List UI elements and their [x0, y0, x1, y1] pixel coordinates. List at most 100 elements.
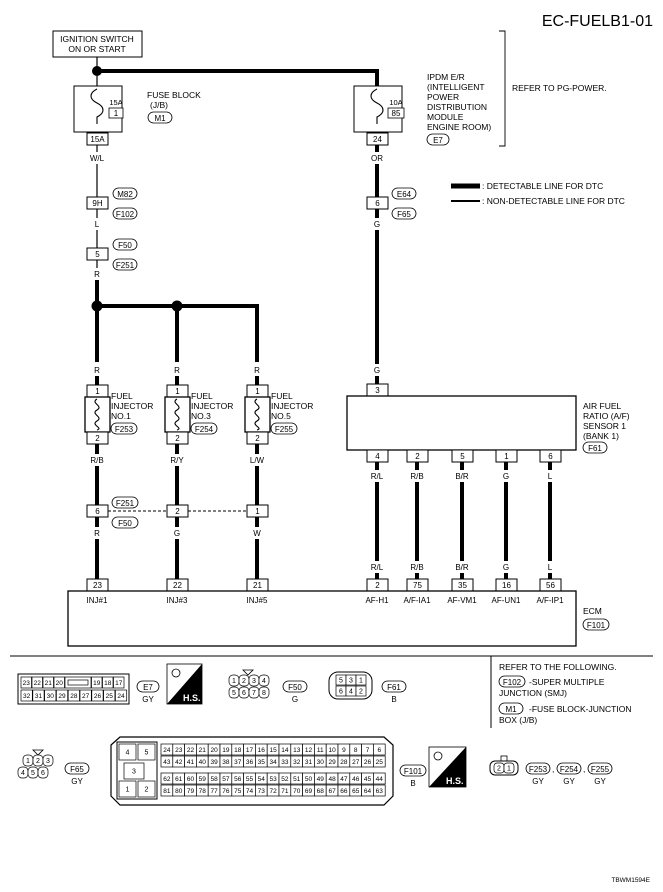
connector-badge — [282, 680, 308, 693]
junction-e64-conn-bottom: F65 — [397, 210, 411, 219]
connector-pin-number: 2 — [242, 678, 246, 685]
injector-1-ecm-label: INJ#1 — [87, 596, 108, 605]
injector-3-ecm-pin: 22 — [173, 581, 182, 590]
hs-icon: H.S. — [166, 663, 203, 705]
connector-badge — [111, 516, 139, 529]
fuse-block-amp: 15A — [109, 98, 122, 107]
af-ecm-label: AF-H1 — [365, 596, 389, 605]
connector-pin-cell — [503, 762, 515, 774]
connector-pin-number: 8 — [262, 690, 266, 697]
connector-pin-number: 76 — [222, 788, 230, 795]
injector-power-bus — [97, 304, 259, 362]
connector-badge — [112, 207, 138, 220]
connector-injector-color: GY — [532, 777, 544, 786]
af-sensor-pin: 4 — [375, 452, 380, 461]
connector-pin-number: 1 — [507, 766, 511, 773]
connector-pin-number: 75 — [234, 788, 242, 795]
connector-pin-number: 42 — [175, 759, 183, 766]
injector-5-ecm-pin: 21 — [253, 581, 262, 590]
connector-pin-number: 7 — [366, 747, 370, 754]
af-sensor-wire-lower: B/R — [455, 563, 469, 572]
connector-pin-number: 19 — [93, 680, 101, 687]
af-sensor-wire-in: G — [374, 366, 380, 375]
connector-pin-cell — [123, 762, 145, 780]
connector-badge — [582, 441, 608, 454]
ipdm-terminal: 24 — [373, 135, 382, 144]
af-sensor-wire: G — [503, 472, 509, 481]
injector-3-coil-icon — [174, 398, 180, 431]
injector-5-pin-bottom: 2 — [255, 434, 260, 443]
injector-5: R 1 2 FUEL INJECTOR NO.5 F255 L/W 1 W 21… — [244, 366, 313, 605]
injector-5-name-line2: INJECTOR — [271, 401, 313, 411]
connector-badge — [391, 187, 417, 200]
connector-pin-number: 5 — [145, 750, 149, 757]
connector-pin-number: 24 — [163, 747, 171, 754]
injector-3-connector: F254 — [195, 425, 214, 434]
af-sensor-wire-lower: G — [503, 563, 509, 572]
af-sensor-wire-lower: R/L — [371, 563, 384, 572]
connector-pin-cell — [118, 780, 137, 798]
connector-badge — [112, 187, 138, 200]
af-sensor-output-2: 2 R/B R/B 75 A/F-IA1 — [403, 449, 431, 605]
connector-pin-number: 62 — [163, 776, 171, 783]
injector-5-connector: F255 — [275, 425, 294, 434]
connector-pin-number: 53 — [269, 776, 277, 783]
connector-f50-tab — [242, 669, 254, 676]
connector-pin-number: 8 — [354, 747, 358, 754]
connector-badge — [190, 422, 218, 435]
injector-3-wire-in: R — [174, 366, 180, 375]
injector-1-name-line3: NO.1 — [111, 411, 131, 421]
af-sensor-pin: 5 — [460, 452, 465, 461]
connector-pin-number: 9 — [342, 747, 346, 754]
ipdm-fuse-no-box — [387, 107, 405, 119]
hs-icon-fill — [429, 747, 466, 787]
injector-1-name-line2: INJECTOR — [111, 401, 153, 411]
junction-e64-wire: G — [374, 220, 380, 229]
refer-smj-line2: JUNCTION (SMJ) — [499, 688, 567, 698]
connector-pin-cell — [373, 784, 386, 797]
connector-pin-number: 7 — [252, 690, 256, 697]
connector-pin-number: 71 — [281, 788, 289, 795]
connector-pin-number: 20 — [210, 747, 218, 754]
connector-pin-number: 3 — [132, 769, 136, 776]
connector-pin-number: 1 — [232, 678, 236, 685]
af-ecm-pin: 35 — [458, 581, 467, 590]
connector-f61-color: B — [391, 695, 396, 704]
connector-badge — [136, 680, 160, 693]
connector-pin-number: 81 — [163, 788, 171, 795]
junction-m82-pin: 9H — [92, 199, 102, 208]
connector-injector-tab — [500, 755, 508, 762]
connector-pin-number: 67 — [328, 788, 336, 795]
af-ecm-label: AF-VM1 — [447, 596, 477, 605]
junction-m82-wire: L — [95, 220, 100, 229]
injector-1-coil-icon — [94, 398, 100, 431]
injector-junction-conn-bottom: F50 — [118, 519, 132, 528]
ipdm-fuse-symbol — [370, 88, 384, 124]
connector-pin-cell — [91, 676, 103, 689]
injector-5-junction-pin: 1 — [255, 507, 260, 516]
ipdm-amp: 10A — [389, 98, 402, 107]
hs-icon-symbol — [171, 668, 181, 678]
connector-pin-number: 50 — [305, 776, 313, 783]
ignition-switch-label-line1: IGNITION SWITCH — [60, 34, 134, 44]
af-ecm-label: A/F-IP1 — [536, 596, 564, 605]
af-sensor-name-line2: RATIO (A/F) — [583, 411, 630, 421]
injector-3-pin-bottom: 2 — [175, 434, 180, 443]
connector-pin-number: 68 — [317, 788, 325, 795]
connector-pin-number: 77 — [210, 788, 218, 795]
connector-pin-number: 64 — [364, 788, 372, 795]
connector-pin-number: 47 — [340, 776, 348, 783]
connector-badge — [556, 762, 582, 775]
connector-pin-number: 23 — [175, 747, 183, 754]
connector-injector-id: F254 — [560, 765, 579, 774]
connector-pin-cell — [258, 674, 270, 687]
connector-comma: , — [552, 764, 554, 774]
ipdm-wire-color: OR — [371, 154, 383, 163]
fuse-block-terminal: 15A — [90, 135, 105, 144]
hs-icon-label: H.S. — [446, 776, 464, 786]
connector-pin-number: 2 — [36, 758, 40, 765]
injector-1: R 1 2 FUEL INJECTOR NO.1 F253 R/B 6 R 23… — [84, 366, 153, 605]
